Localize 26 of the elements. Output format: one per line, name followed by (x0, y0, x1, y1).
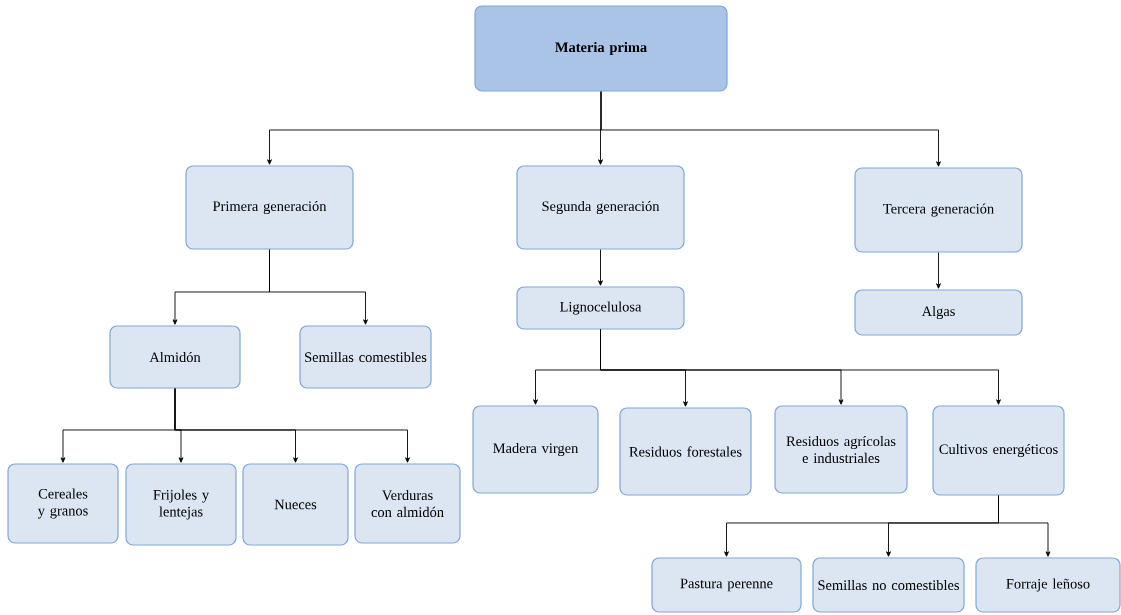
arrow (600, 91, 941, 167)
category-box: Frijoles y lentejas (125, 463, 237, 546)
category-box: Cultivos energéticos (932, 405, 1065, 496)
category-box: Algas (854, 289, 1023, 336)
arrow (936, 252, 941, 289)
category-box: Residuos agrícolas e industriales (774, 405, 908, 494)
category-box: Verduras con almidón (354, 463, 461, 544)
arrow (998, 495, 1051, 557)
category-box: Lignocelulosa (516, 286, 685, 330)
category-box: Tercera generación (854, 167, 1023, 253)
category-box: Pastura perenne (651, 557, 802, 613)
category-box: Segunda generación (516, 165, 685, 250)
arrow (600, 329, 1001, 405)
category-box: Semillas no comestibles (812, 557, 965, 613)
category-box: Primera generación (185, 165, 354, 250)
category-box: Forraje leñoso (975, 557, 1121, 613)
category-box: Madera virgen (472, 405, 599, 494)
category-box: Nueces (242, 463, 349, 546)
arrow (269, 249, 368, 325)
category-box: Semillas comestibles (299, 325, 432, 389)
title-box: Materia prima (474, 5, 728, 92)
category-box: Cereales y granos (7, 463, 119, 544)
arrow (598, 249, 603, 286)
category-box: Residuos forestales (619, 407, 752, 496)
category-box: Almidón (109, 325, 241, 389)
arrow (174, 388, 410, 463)
